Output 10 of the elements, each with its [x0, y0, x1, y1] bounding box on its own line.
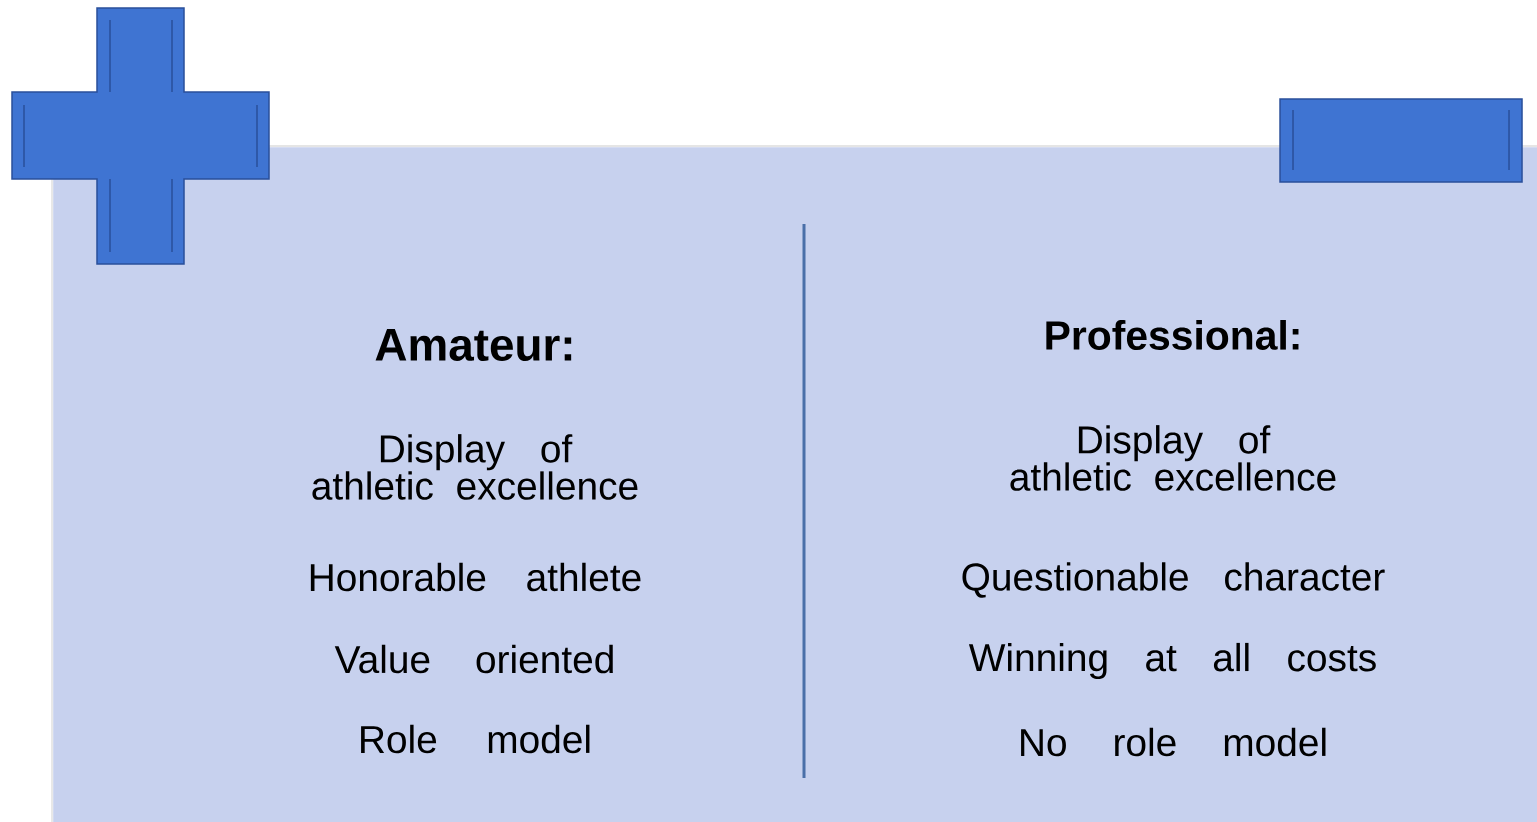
list-item: Display of athletic excellence: [312, 434, 638, 500]
column-heading: Professional:: [1046, 320, 1299, 350]
list-item: Honorable athlete: [310, 562, 641, 592]
list-item: Value oriented: [334, 644, 613, 674]
column-heading: Amateur:: [375, 329, 572, 361]
list-item: Display of athletic excellence: [1010, 425, 1336, 491]
list-item: Role model: [361, 724, 590, 754]
list-item: No role model: [1021, 727, 1326, 757]
list-item: Questionable character: [962, 562, 1385, 598]
list-item: Winning at all costs: [968, 642, 1376, 680]
